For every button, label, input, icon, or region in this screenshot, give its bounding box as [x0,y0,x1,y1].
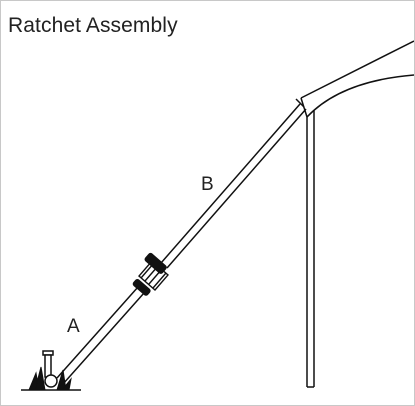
strap-b [160,98,307,269]
ground-stake [42,350,58,388]
label-a: A [67,316,80,337]
label-b: B [201,174,214,195]
diagram-title: Ratchet Assembly [8,14,178,37]
tent-canopy [300,40,414,118]
strap-a [56,286,145,385]
ratchet-buckle [132,252,169,296]
tent-pole [306,110,315,388]
